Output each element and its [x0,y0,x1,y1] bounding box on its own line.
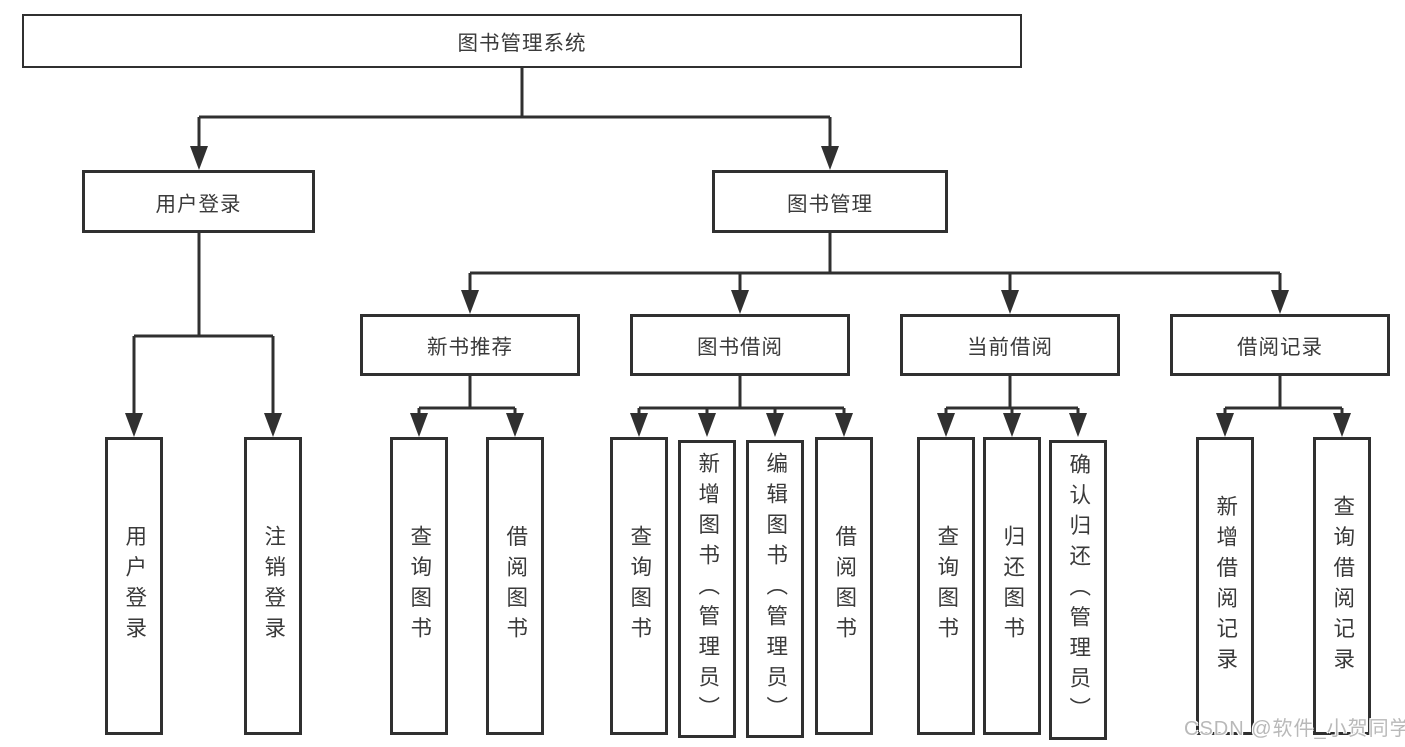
leaf-label: 编辑图书（管理员） [763,451,788,727]
leaf-query-borrow-record: 查询借阅记录 [1313,437,1371,735]
leaf-user-login: 用户登录 [105,437,163,735]
watermark-csdn: CSDN @软件_小贺同学 [1184,718,1405,740]
leaf-label: 用户登录 [122,525,147,647]
leaf-return-books: 归还图书 [983,437,1041,735]
leaf-confirm-return-admin: 确认归还（管理员） [1049,440,1107,740]
leaf-label: 查询图书 [627,525,652,647]
leaf-label: 借阅图书 [832,525,857,647]
leaf-label: 查询图书 [407,525,432,647]
node-label: 新书推荐 [427,336,513,359]
leaf-query-books-3: 查询图书 [917,437,975,735]
node-label: 图书借阅 [697,336,783,359]
node-book-management: 图书管理 [712,170,948,233]
leaf-label: 新增图书（管理员） [695,451,720,727]
leaf-borrow-books-1: 借阅图书 [486,437,544,735]
leaf-label: 确认归还（管理员） [1066,452,1091,728]
node-label: 借阅记录 [1237,336,1323,359]
leaf-label: 新增借阅记录 [1213,494,1238,678]
arrowheads [125,146,1351,437]
node-borrowing-records: 借阅记录 [1170,314,1390,376]
leaf-add-borrow-record: 新增借阅记录 [1196,437,1254,735]
leaf-label: 查询借阅记录 [1330,494,1355,678]
leaf-add-book-admin: 新增图书（管理员） [678,440,736,738]
leaf-query-books-2: 查询图书 [610,437,668,735]
node-label: 图书管理系统 [457,32,587,55]
leaf-label: 注销登录 [261,525,286,647]
leaf-label: 归还图书 [1000,525,1025,647]
node-current-borrowing: 当前借阅 [900,314,1120,376]
leaf-logout: 注销登录 [244,437,302,735]
node-label: 当前借阅 [967,336,1053,359]
leaf-query-books-1: 查询图书 [390,437,448,735]
node-new-book-recommendation: 新书推荐 [360,314,580,376]
node-label: 图书管理 [787,192,873,216]
node-label: 用户登录 [155,192,242,216]
leaf-label: 借阅图书 [503,525,528,647]
leaf-label: 查询图书 [934,525,959,647]
node-book-borrowing: 图书借阅 [630,314,850,376]
leaf-edit-book-admin: 编辑图书（管理员） [746,440,804,738]
node-user-login: 用户登录 [82,170,315,233]
leaf-borrow-books-2: 借阅图书 [815,437,873,735]
node-library-management-system: 图书管理系统 [22,14,1022,68]
